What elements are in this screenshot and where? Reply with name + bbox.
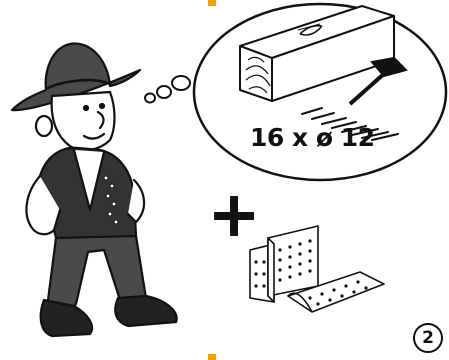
thinking-carpenter-icon bbox=[12, 43, 177, 336]
perforated-angle-bracket-icon bbox=[250, 226, 384, 312]
step-number-badge: 2 bbox=[413, 323, 443, 353]
plus-icon bbox=[214, 196, 254, 236]
fastener-quantity-label: 16 x ø 12 bbox=[250, 123, 390, 152]
